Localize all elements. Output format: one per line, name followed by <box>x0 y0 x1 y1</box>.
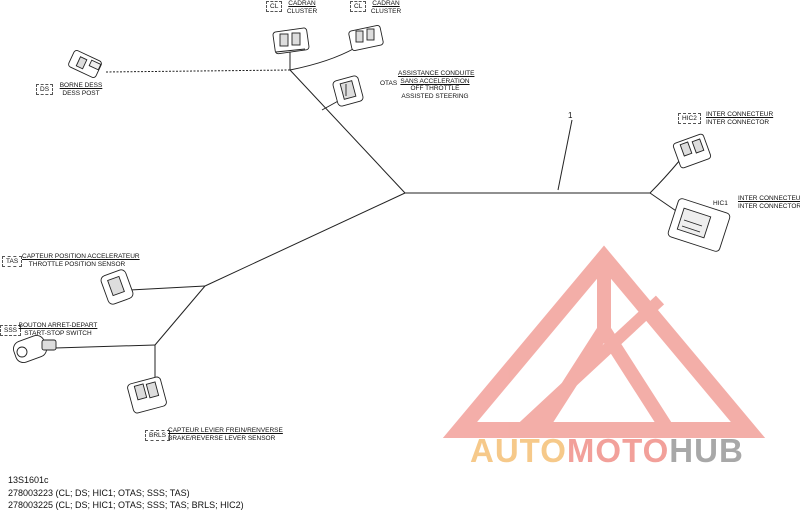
label-ds-fr: BORNE DESS <box>59 82 103 89</box>
part-number-1: 278003223 (CL; DS; HIC1; OTAS; SSS; TAS) <box>8 488 190 498</box>
connector-sss-icon <box>13 334 57 364</box>
wordmark-hub: HUB <box>669 432 744 469</box>
code-cl-left: CL <box>266 1 283 12</box>
connector-ds-icon <box>68 50 102 78</box>
label-cl-right-en: CLUSTER <box>370 7 402 15</box>
label-cl-left-fr: CADRAN <box>288 0 316 7</box>
label-hic1: INTER CONNECTEUR INTER CONNECTOR <box>738 195 800 210</box>
label-otas-1: ASSISTANCE CONDUITE <box>398 70 475 77</box>
wire-hic2 <box>649 159 681 194</box>
label-cl-right: CADRAN CLUSTER <box>366 0 406 15</box>
label-cl-left-en: CLUSTER <box>286 7 318 15</box>
label-cl-right-fr: CADRAN <box>372 0 400 7</box>
label-tas: CAPTEUR POSITION ACCELERATEUR THROTTLE P… <box>22 253 140 268</box>
label-hic2-fr: INTER CONNECTEUR <box>706 111 774 118</box>
label-hic2-en: INTER CONNECTOR <box>706 118 770 126</box>
label-tas-en: THROTTLE POSITION SENSOR <box>28 260 126 268</box>
automotohub-wordmark: AUTOMOTOHUB <box>470 432 744 470</box>
label-brls-fr: CAPTEUR LEVIER FREIN/RENVERSE <box>168 427 283 434</box>
wire-cl-right <box>289 47 356 71</box>
code-brls: BRLS <box>145 430 170 441</box>
wire-lower-branch <box>204 192 406 287</box>
wire-brls-sss <box>154 285 206 346</box>
harness-ref-label: 1 <box>568 111 573 120</box>
code-hic2: HIC2 <box>678 113 701 124</box>
connector-tas-icon <box>100 269 134 305</box>
code-cl-right: CL <box>350 1 367 12</box>
connector-otas-icon <box>332 75 364 107</box>
connector-hic1-icon <box>667 198 731 252</box>
label-hic1-en: INTER CONNECTOR <box>738 202 800 210</box>
leader-ref-1 <box>557 119 573 191</box>
label-sss: BOUTON ARRET-DEPART START-STOP SWITCH <box>18 322 98 337</box>
label-otas-4: ASSISTED STEERING <box>401 92 469 100</box>
figure-id: 13S1601c <box>8 475 49 485</box>
label-brls-en: BRAKE/REVERSE LEVER SENSOR <box>168 434 276 442</box>
label-otas: ASSISTANCE CONDUITE SANS ACCELERATION OF… <box>398 70 475 100</box>
code-hic1: HIC1 <box>713 200 728 207</box>
label-sss-en: START-STOP SWITCH <box>24 329 92 337</box>
connector-hic2-icon <box>672 133 712 169</box>
label-ds: BORNE DESS DESS POST <box>56 82 106 97</box>
label-tas-fr: CAPTEUR POSITION ACCELERATEUR <box>22 253 140 260</box>
code-sss: SSS <box>0 325 22 336</box>
wordmark-moto: MOTO <box>566 432 670 469</box>
wire-sss <box>54 344 156 349</box>
label-cl-left: CADRAN CLUSTER <box>282 0 322 15</box>
part-number-2: 278003225 (CL; DS; HIC1; OTAS; SSS; TAS;… <box>8 500 244 510</box>
wire-ds <box>104 69 291 73</box>
label-hic1-fr: INTER CONNECTEUR <box>738 195 800 202</box>
connector-cl-left-icon <box>272 27 310 55</box>
wordmark-auto: AUTO <box>470 432 567 469</box>
connector-cl-right-icon <box>348 25 384 51</box>
label-ds-en: DESS POST <box>62 89 100 97</box>
label-otas-2: SANS ACCELERATION <box>400 77 470 85</box>
connector-brls-icon <box>127 376 167 414</box>
label-otas-3: OFF THROTTLE <box>410 85 460 92</box>
code-ds: DS <box>36 84 54 95</box>
label-hic2: INTER CONNECTEUR INTER CONNECTOR <box>706 111 774 126</box>
code-otas: OTAS <box>380 80 398 87</box>
wire-tas <box>129 285 206 291</box>
label-sss-fr: BOUTON ARRET-DEPART <box>18 322 98 329</box>
code-tas: TAS <box>2 256 23 267</box>
wire-upper-branch <box>289 69 406 194</box>
label-brls: CAPTEUR LEVIER FREIN/RENVERSE BRAKE/REVE… <box>168 427 283 442</box>
